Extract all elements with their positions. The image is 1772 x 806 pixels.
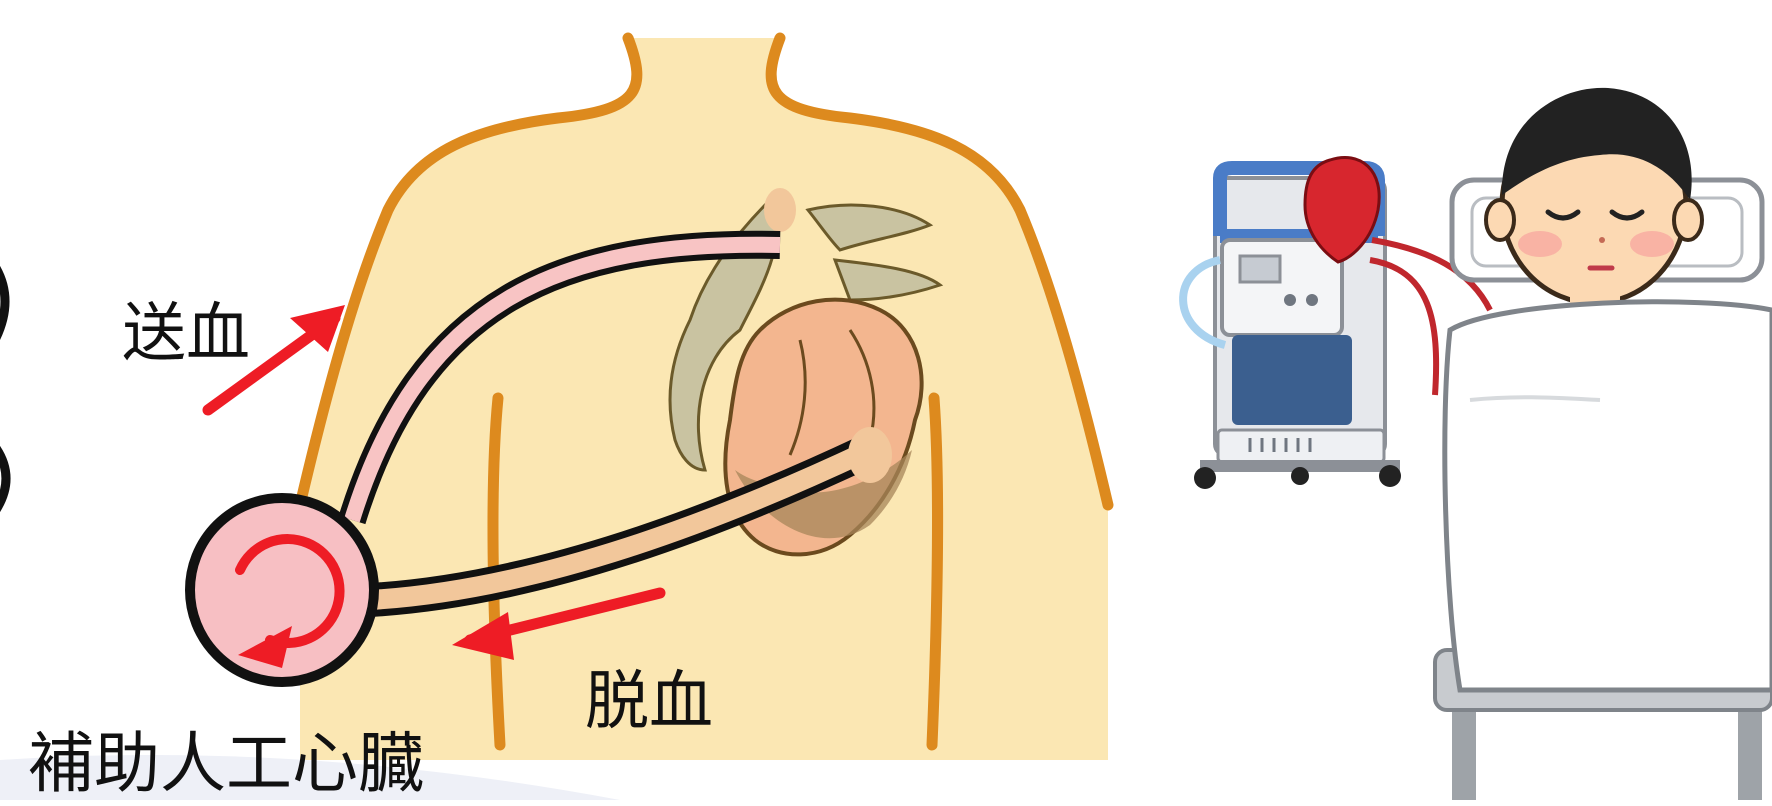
outflow-label: 送血 <box>122 282 250 374</box>
patient-in-bed-illustration <box>1435 88 1772 800</box>
device-label: 補助人工心臓 <box>28 710 424 806</box>
vad-console-illustration <box>1183 157 1401 489</box>
inflow-label: 脱血 <box>585 650 713 742</box>
pump-icon <box>190 498 374 682</box>
edge-fragment <box>0 268 6 510</box>
